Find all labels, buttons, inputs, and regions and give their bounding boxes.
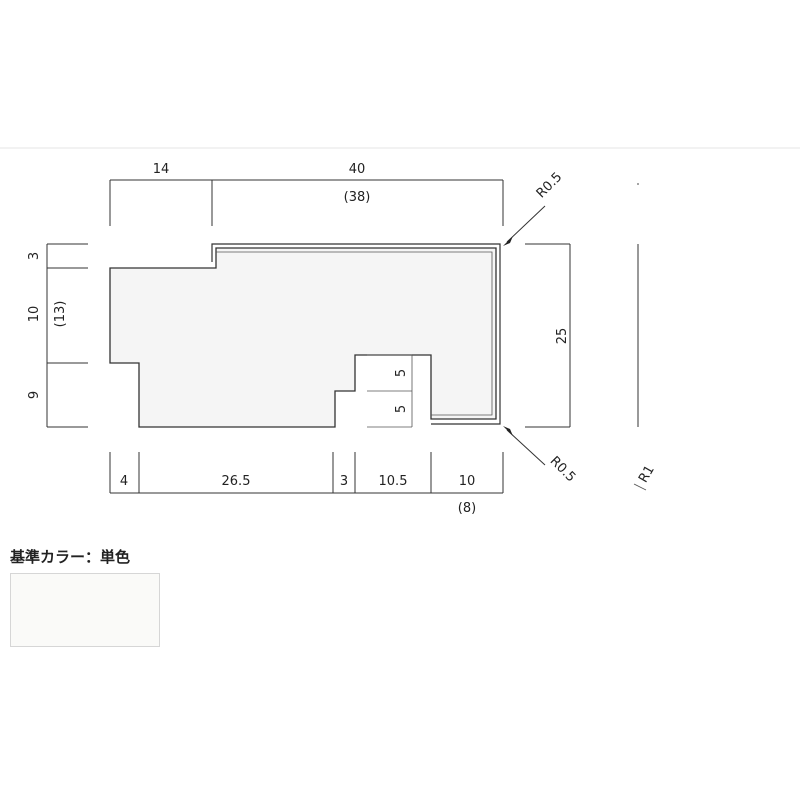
- dim-bottom-3: 3: [340, 474, 348, 489]
- profile-lining: [211, 243, 501, 425]
- side-edge-view: R1: [633, 183, 658, 491]
- dim-left-3: 3: [27, 252, 42, 260]
- dim-right-25: 25: [555, 328, 570, 345]
- dim-bottom-10: 10: [459, 474, 476, 489]
- dim-left-13: (13): [53, 301, 68, 328]
- right-dimensions: 25: [525, 243, 571, 428]
- color-swatch: [10, 573, 160, 647]
- dim-left-10: 10: [27, 306, 42, 323]
- left-dimensions: 3 10 (13) 9: [27, 243, 88, 428]
- dim-top-40: 40: [349, 162, 366, 177]
- inner-dimensions: 5 5: [367, 354, 413, 428]
- dim-top-14: 14: [153, 162, 170, 177]
- profile-shape: [109, 247, 497, 428]
- top-dimensions: 14 40 (38): [109, 162, 504, 226]
- radius-label-bottom: R0.5: [547, 454, 579, 486]
- dim-bottom-4: 4: [120, 474, 128, 489]
- dim-inner-5-lower: 5: [394, 405, 409, 413]
- radius-label-side: R1: [636, 463, 658, 485]
- radius-label-top: R0.5: [534, 170, 566, 202]
- dim-bottom-26-5: 26.5: [222, 474, 251, 489]
- legend-title: 基準カラー：単色: [10, 548, 131, 566]
- radius-callout-top: R0.5: [503, 170, 565, 246]
- bottom-dimensions: 4 26.5 3 10.5 10 (8): [109, 452, 504, 516]
- dim-bottom-8: (8): [458, 501, 476, 516]
- radius-callout-bottom: R0.5: [503, 426, 578, 485]
- dim-top-38: (38): [344, 190, 371, 205]
- dim-inner-5-upper: 5: [394, 369, 409, 377]
- profile-lining-inner: [216, 251, 493, 416]
- dim-left-9: 9: [27, 391, 42, 399]
- dim-bottom-10-5: 10.5: [379, 474, 408, 489]
